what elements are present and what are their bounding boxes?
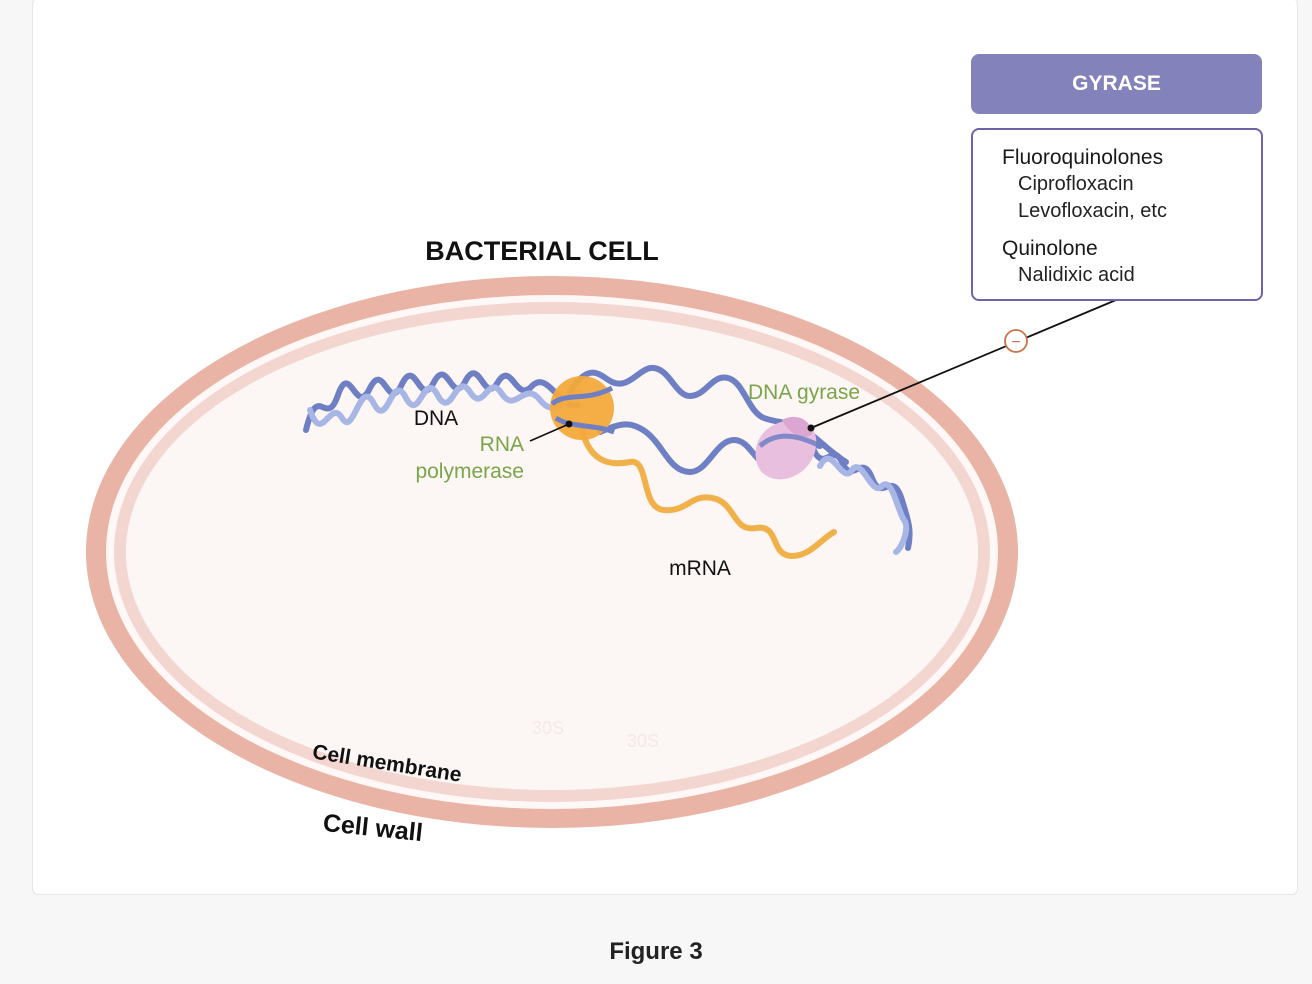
ribosome-label: 30S bbox=[627, 731, 659, 751]
cell-wall-label: Cell wall bbox=[322, 809, 424, 847]
diagram-title: BACTERIAL CELL bbox=[425, 236, 659, 266]
drug-item: Ciprofloxacin bbox=[1018, 173, 1134, 195]
figure-caption: Figure 3 bbox=[609, 938, 703, 965]
rna-polymerase-label-line1: RNA bbox=[480, 433, 524, 456]
inhibition-symbol bbox=[1004, 329, 1028, 353]
rna-polymerase-pointer bbox=[529, 423, 570, 442]
ribosome-label: 30S bbox=[532, 718, 564, 738]
bacterial-cell-diagram: 30S 30S − BACTERIAL CELL DNA RNA polymer… bbox=[86, 236, 1117, 847]
inhibition-minus: − bbox=[1011, 334, 1020, 351]
dna-gyrase-label: DNA gyrase bbox=[748, 381, 860, 404]
drug-class-label: Quinolone bbox=[1002, 237, 1098, 260]
dna-label: DNA bbox=[414, 407, 458, 430]
gyrase-drug-list: Fluoroquinolones Ciprofloxacin Levofloxa… bbox=[971, 128, 1263, 301]
dna-through-polymerase bbox=[550, 385, 614, 407]
gyrase-panel-header: GYRASE bbox=[971, 54, 1262, 114]
mrna-strand bbox=[579, 427, 837, 560]
dna-gyrase-blob bbox=[755, 416, 817, 480]
mrna-label: mRNA bbox=[669, 557, 731, 580]
rna-polymerase-label-line2: polymerase bbox=[415, 460, 524, 483]
inhibition-line bbox=[810, 299, 1117, 429]
drug-item: Levofloxacin, etc bbox=[1018, 200, 1167, 222]
drug-class-label: Fluoroquinolones bbox=[1002, 146, 1164, 169]
drug-item: Nalidixic acid bbox=[1018, 264, 1135, 286]
